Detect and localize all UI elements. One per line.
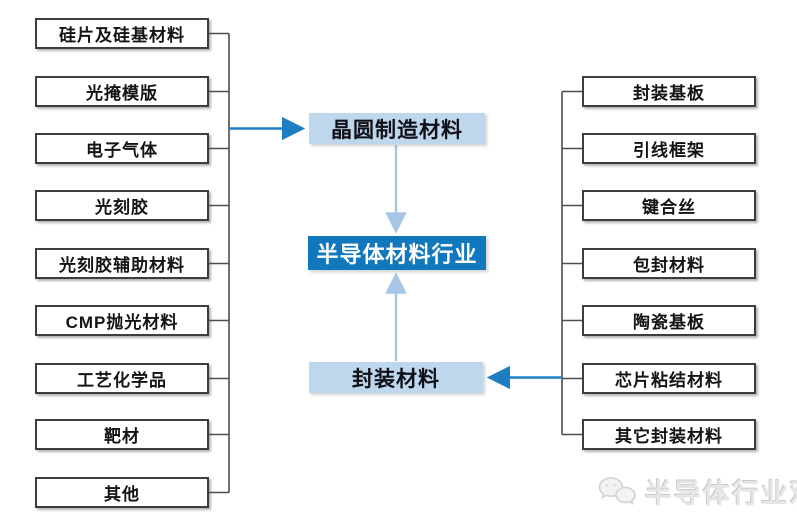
node-electronic-gases: 电子气体 — [35, 133, 209, 164]
node-photomask: 光掩模版 — [35, 76, 209, 107]
left-tree-connectors — [209, 32, 230, 494]
node-die-attach-material: 芯片粘结材料 — [582, 363, 756, 394]
node-photoresist-auxiliary: 光刻胶辅助材料 — [35, 248, 209, 279]
node-silicon-wafer: 硅片及硅基材料 — [35, 18, 209, 49]
node-semiconductor-materials-industry: 半导体材料行业 — [308, 236, 486, 270]
watermark-text: 半导体行业观察 — [645, 479, 797, 509]
node-lead-frame: 引线框架 — [582, 133, 756, 164]
node-packaging-materials: 封装材料 — [309, 362, 483, 393]
watermark: 半导体行业观察 — [597, 472, 797, 511]
node-bonding-wire: 键合丝 — [582, 190, 756, 221]
node-photoresist: 光刻胶 — [35, 190, 209, 221]
node-others-left: 其他 — [35, 477, 209, 508]
node-wafer-manufacturing-materials: 晶圆制造材料 — [309, 113, 485, 144]
node-other-packaging-materials: 其它封装材料 — [582, 419, 756, 450]
node-cmp-polishing: CMP抛光材料 — [35, 305, 209, 336]
node-sputtering-targets: 靶材 — [35, 419, 209, 450]
node-ceramic-substrate: 陶瓷基板 — [582, 305, 756, 336]
wechat-bubbles-icon — [597, 474, 637, 510]
node-package-substrate: 封装基板 — [582, 76, 756, 107]
node-process-chemicals: 工艺化学品 — [35, 363, 209, 394]
right-tree-connectors — [561, 90, 582, 436]
node-encapsulation-material: 包封材料 — [582, 248, 756, 279]
